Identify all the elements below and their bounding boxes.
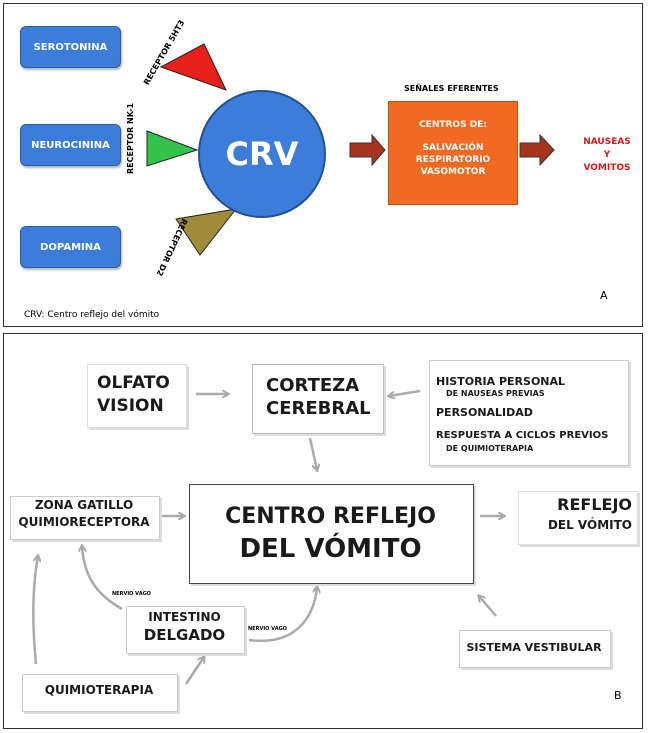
arrow-crv-to-centers xyxy=(349,133,386,167)
sistema-vestibular-label: SISTEMA VESTIBULAR xyxy=(466,641,602,654)
intestino-delgado-label: INTESTINO DELGADO xyxy=(143,610,226,644)
centers-title: CENTROS DE: xyxy=(419,120,487,130)
olfato-frame xyxy=(87,364,187,428)
outcome-label: NAUSEAS Y VOMITOS xyxy=(583,137,631,173)
arrow-quimio-to-intestino xyxy=(184,657,204,685)
serotonina-box: SEROTONINA xyxy=(20,26,121,68)
panel-b-arrows xyxy=(31,389,642,685)
historia-frame xyxy=(429,360,629,466)
efferent-signals-label: SEÑALES EFERENTES xyxy=(404,84,499,93)
zona-gatillo-label: ZONA GATILLO QUIMIORECEPTORA xyxy=(18,498,150,529)
panel-b: OLFATO VISION CORTEZA CEREBRAL HISTORIA … xyxy=(3,333,643,729)
intestino-frame xyxy=(126,606,245,654)
centers-box: CENTROS DE: SALIVACIÓN RESPIRATORIO VASO… xyxy=(388,101,518,205)
arrow-quimio-to-zona xyxy=(31,556,38,665)
nervio-vago-label-2: NERVIO VAGO xyxy=(248,626,287,632)
center-respiratorio: RESPIRATORIO xyxy=(415,155,491,165)
crv-label: CRV xyxy=(225,135,299,173)
center-vasomotor: VASOMOTOR xyxy=(420,167,486,177)
zona-frame xyxy=(10,496,160,540)
nervio-vago-label-1: NERVIO VAGO xyxy=(112,591,151,597)
reflejo-vomito-label: REFLEJO DEL VÓMITO xyxy=(547,495,632,532)
arrow-corteza-to-centro xyxy=(308,437,317,470)
center-salivacion: SALIVACIÓN xyxy=(422,143,484,153)
receptor-d2-triangle xyxy=(175,208,238,256)
arrow-centers-to-outcome xyxy=(519,133,555,167)
arrow-historia-to-corteza xyxy=(389,389,421,396)
vestibular-frame xyxy=(459,630,611,668)
dopamina-box: DOPAMINA xyxy=(20,226,121,268)
arrow-intestino-to-zona xyxy=(82,546,123,611)
crv-footnote: CRV: Centro reflejo del vómito xyxy=(24,310,160,320)
arrow-vestibular-to-centro xyxy=(479,596,497,617)
historia-label: HISTORIA PERSONAL xyxy=(436,375,566,388)
receptor-5ht3-triangle xyxy=(159,43,227,91)
panel-b-letter: B xyxy=(614,689,622,702)
nauseas-previas-label: DE NAUSEAS PREVIAS xyxy=(446,389,545,398)
crv-circle: CRV xyxy=(198,90,326,218)
panel-a: SEROTONINA NEUROCININA DOPAMINA RECEPTOR… xyxy=(3,3,643,327)
corteza-frame xyxy=(252,364,384,434)
quimioterapia-label: QUIMIOTERAPIA xyxy=(44,683,154,697)
panel-a-letter: A xyxy=(600,289,608,302)
quimioterapia-frame xyxy=(22,674,178,712)
receptor-nk1-triangle xyxy=(146,130,199,167)
respuesta-label: RESPUESTA A CICLOS PREVIOS xyxy=(436,430,609,441)
olfato-vision-label: OLFATO VISION xyxy=(97,373,170,416)
panel-a-shapes xyxy=(146,43,555,256)
personalidad-label: PERSONALIDAD xyxy=(436,406,533,419)
arrow-intestino-to-centro xyxy=(248,587,317,643)
corteza-label: CORTEZA CEREBRAL xyxy=(266,375,371,419)
neurocinina-box: NEUROCININA xyxy=(20,124,121,166)
quimio-sub-label: DE QUIMIOTERAPIA xyxy=(446,444,534,453)
centro-frame xyxy=(189,484,474,584)
reflejo-frame xyxy=(518,491,638,545)
centro-reflejo-label: CENTRO REFLEJO DEL VÓMITO xyxy=(225,504,436,564)
receptor-nk1-label: RECEPTOR NK-1 xyxy=(126,102,135,174)
